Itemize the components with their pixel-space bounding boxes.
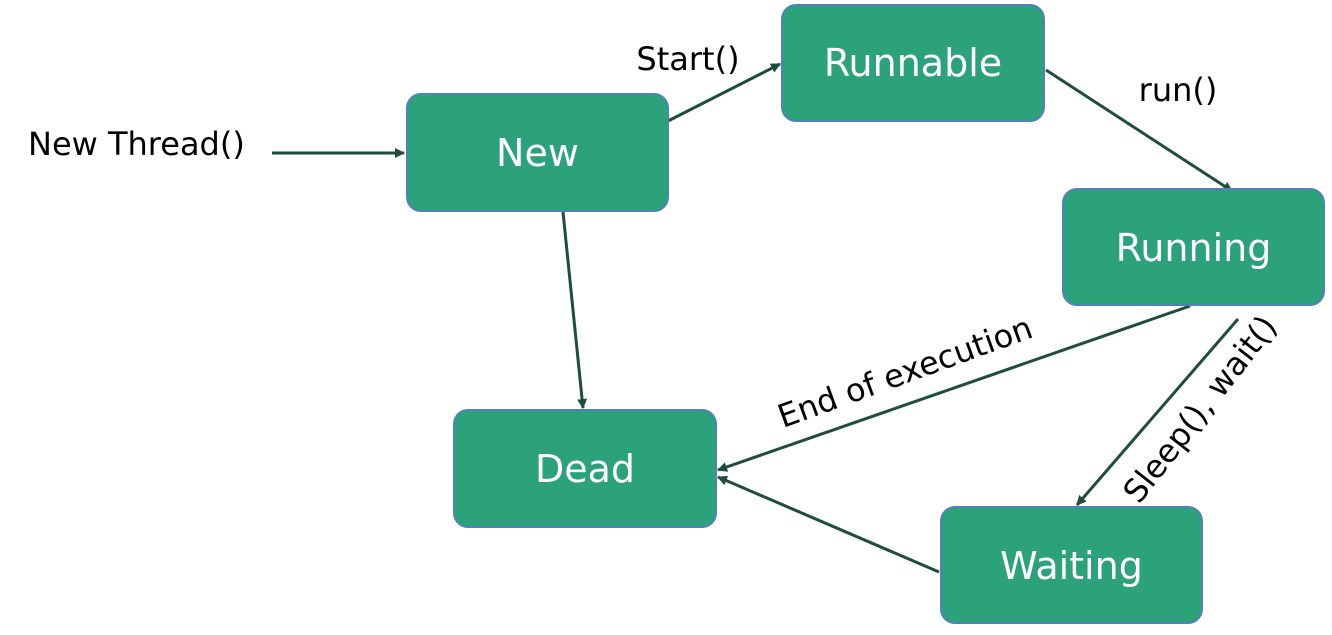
state-waiting-label: Waiting bbox=[1000, 544, 1143, 588]
state-dead-label: Dead bbox=[535, 447, 635, 491]
edge-new-to-runnable bbox=[667, 62, 781, 123]
edge-new-to-dead bbox=[561, 211, 588, 409]
edge-running-to-waiting bbox=[1075, 318, 1240, 506]
edge-runnable-to-running bbox=[1045, 68, 1233, 193]
edge-waiting-to-dead bbox=[717, 475, 940, 574]
state-waiting: Waiting bbox=[940, 506, 1203, 624]
edge-label-sleep-wait: Sleep(), wait() bbox=[1115, 308, 1284, 510]
edge-label-start: Start() bbox=[636, 40, 739, 78]
edge-label-run: run() bbox=[1139, 71, 1218, 109]
state-runnable-label: Runnable bbox=[824, 41, 1002, 85]
edge-running-to-dead bbox=[717, 304, 1191, 472]
state-runnable: Runnable bbox=[781, 4, 1045, 122]
state-new: New bbox=[406, 93, 669, 212]
state-running-label: Running bbox=[1116, 226, 1272, 270]
state-running: Running bbox=[1062, 188, 1325, 306]
state-dead: Dead bbox=[453, 409, 717, 528]
edge-label-new-thread: New Thread() bbox=[28, 125, 245, 163]
state-new-label: New bbox=[496, 131, 579, 175]
